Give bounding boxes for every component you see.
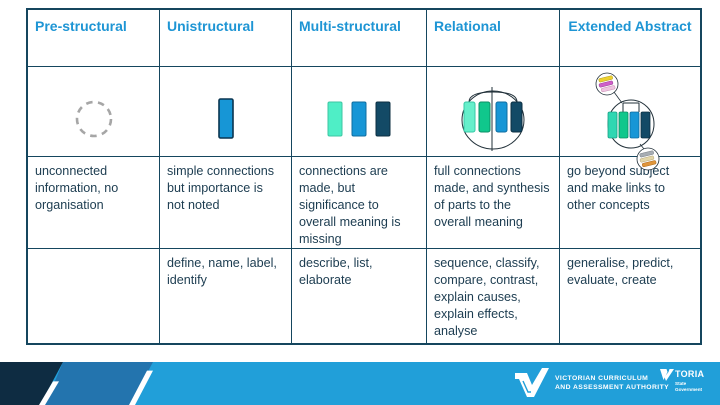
linked-concept-clusters-icon: [595, 72, 660, 171]
vcaa-check-icon: [515, 368, 549, 397]
description-relational: full connections made, and synthesis of …: [427, 157, 560, 249]
verbs-relational: sequence, classify, compare, contrast, e…: [427, 249, 560, 343]
single-bar-icon: [217, 97, 234, 139]
footer-band: VICTORIAN CURRICULUM AND ASSESSMENT AUTH…: [0, 362, 720, 405]
vcaa-logo-line2: AND ASSESSMENT AUTHORITY: [555, 383, 670, 391]
vcaa-logo: VICTORIAN CURRICULUM AND ASSESSMENT AUTH…: [514, 367, 669, 398]
icon-cell-unistructural: [160, 67, 292, 157]
victoria-sub-line2: Government: [675, 386, 703, 392]
description-pre-structural: unconnected information, no organisation: [28, 157, 160, 249]
icon-cell-extended-abstract: [560, 67, 700, 171]
icon-cell-relational: [427, 67, 560, 157]
header-extended-abstract: Extended Abstract: [560, 10, 700, 67]
header-pre-structural: Pre-structural: [28, 10, 160, 67]
verbs-pre-structural: [28, 249, 160, 343]
victoria-v-icon: [660, 369, 674, 381]
header-multi-structural: Multi-structural: [292, 10, 427, 67]
solo-taxonomy-table: Pre-structural Unistructural Multi-struc…: [26, 8, 702, 345]
victoria-wordmark: TORIA: [675, 369, 705, 379]
description-unistructural: simple connections but importance is not…: [160, 157, 292, 249]
victoria-state-government-logo: TORIA State Government: [660, 369, 704, 392]
verbs-extended-abstract: generalise, predict, evaluate, create: [567, 256, 674, 287]
verbs-multi-structural: describe, list, elaborate: [292, 249, 427, 343]
three-bars-icon: [327, 101, 391, 136]
vcaa-logo-line1: VICTORIAN CURRICULUM: [555, 374, 649, 382]
vcaa-logo-text: VICTORIAN CURRICULUM AND ASSESSMENT AUTH…: [555, 374, 669, 392]
icon-cell-pre-structural: [28, 67, 160, 157]
description-multi-structural: connections are made, but significance t…: [292, 157, 427, 249]
victoria-sub-line1: State: [675, 381, 687, 386]
header-relational: Relational: [427, 10, 560, 67]
verbs-unistructural: define, name, label, identify: [160, 249, 292, 343]
connected-bars-icon: [461, 86, 525, 151]
dashed-circle-icon: [75, 100, 112, 137]
header-unistructural: Unistructural: [160, 10, 292, 67]
icon-cell-multi-structural: [292, 67, 427, 157]
